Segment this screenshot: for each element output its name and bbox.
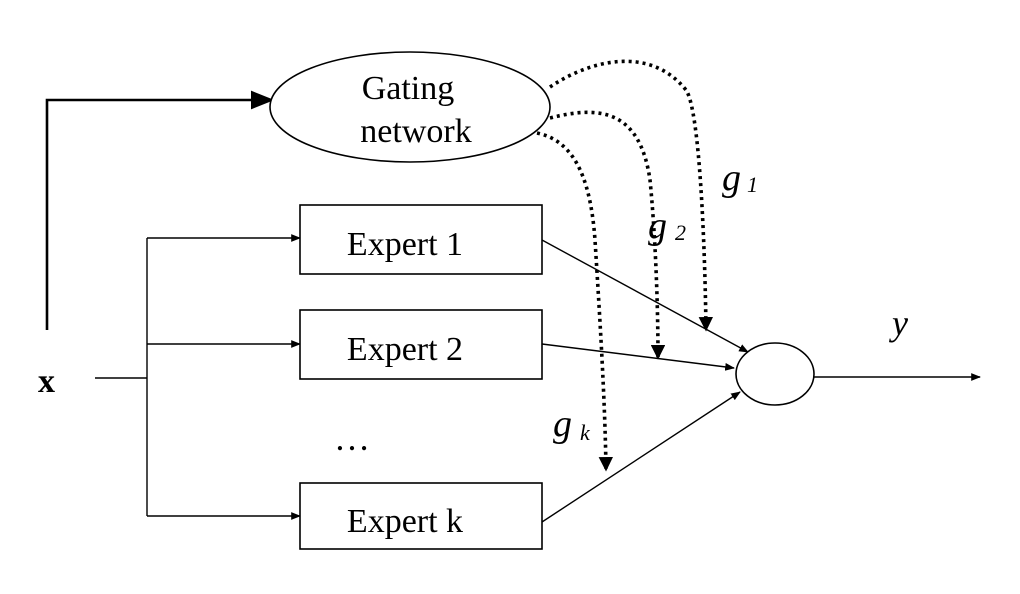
expert-output-wires	[541, 239, 749, 523]
gate-k-path	[536, 131, 614, 472]
gating-network: Gating network	[269, 51, 551, 163]
svg-text:Gating: Gating	[362, 70, 455, 107]
expert-k-box: Expert k	[299, 482, 543, 550]
output-label: y	[889, 303, 908, 343]
input-label: x	[38, 363, 55, 400]
gating-outputs	[536, 59, 714, 472]
gate-2-path	[549, 110, 666, 360]
ellipsis: …	[334, 418, 370, 458]
expert-1-label: Expert 1	[347, 226, 463, 263]
svg-text:network: network	[360, 113, 471, 150]
gate-1-path	[548, 59, 714, 332]
expert-k-label: Expert k	[347, 503, 463, 540]
combiner-node	[735, 342, 815, 406]
input-wires	[95, 234, 301, 520]
input-to-gating-arrow	[45, 90, 275, 330]
expert-2-box: Expert 2	[299, 309, 543, 380]
expert-1-box: Expert 1	[299, 204, 543, 275]
expert-2-label: Expert 2	[347, 331, 463, 368]
